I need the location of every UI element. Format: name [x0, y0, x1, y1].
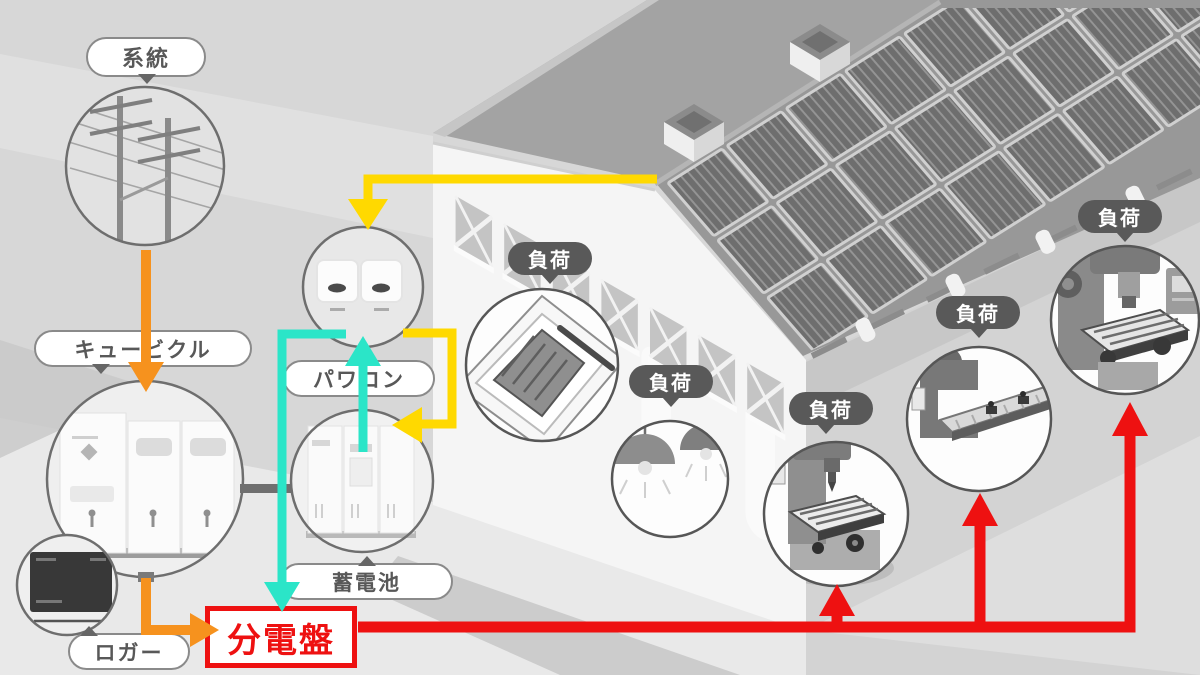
load-label-machine-tool: 負荷	[1078, 200, 1162, 242]
cubicle-cabinets-illustration	[56, 412, 236, 558]
pointer-triangle	[817, 424, 835, 434]
load-label-text: 負荷	[1098, 208, 1142, 230]
battery-label: 蓄電池	[280, 556, 453, 600]
ceiling-ac-illustration	[466, 294, 618, 441]
load-circle-machine-tool	[1049, 244, 1200, 396]
pointer-triangle	[970, 328, 988, 338]
pointer-triangle	[1116, 232, 1134, 242]
pointer-triangle	[541, 274, 559, 284]
pointer-triangle	[662, 397, 680, 407]
power-conditioner-label-text: パワコン	[313, 368, 405, 392]
conveyor-illustration	[911, 348, 1051, 441]
distribution-board-label-text: 分電盤	[227, 621, 335, 660]
grid-label: 系統	[86, 37, 206, 84]
logger-device-illustration	[30, 552, 112, 623]
power-conditioner-circle	[301, 225, 425, 349]
grid-label-text: 系統	[121, 46, 170, 71]
power-conditioner-label: パワコン	[283, 360, 435, 397]
load-label-mill: 負荷	[789, 392, 873, 434]
cubicle-label-text: キュービクル	[74, 338, 212, 362]
cubicle-label: キュービクル	[34, 330, 252, 374]
load-label-conveyor: 負荷	[936, 296, 1020, 338]
load-label-text: 負荷	[956, 304, 1000, 326]
utility-pole-illustration	[66, 96, 224, 245]
load-label-text: 負荷	[809, 400, 853, 422]
grid-circle	[64, 85, 226, 247]
distribution-board-label: 分電盤	[205, 606, 357, 668]
machine-tool-illustration	[1054, 246, 1199, 390]
load-label-text: 負荷	[528, 250, 572, 272]
pointer-triangle	[80, 626, 98, 636]
pointer-triangle	[92, 364, 110, 374]
logger-circle	[15, 533, 119, 637]
cubicle-circle	[45, 379, 296, 582]
battery-circle	[289, 408, 435, 554]
roof-vent-cupola	[664, 104, 724, 162]
battery-label-text: 蓄電池	[332, 571, 401, 595]
logger-label: ロガー	[68, 626, 190, 670]
load-label-lights: 負荷	[629, 365, 713, 407]
pointer-triangle	[358, 556, 376, 566]
logger-label-text: ロガー	[94, 641, 164, 665]
power-conditioner-units-illustration	[316, 259, 403, 311]
load-circle-ac	[464, 287, 620, 443]
connector-bar	[240, 484, 296, 493]
load-label-text: 負荷	[649, 373, 693, 395]
battery-cabinets-illustration	[306, 425, 416, 538]
pointer-triangle	[138, 74, 156, 84]
load-label-ac: 負荷	[508, 242, 592, 284]
roof-vent-cupola	[790, 24, 850, 82]
